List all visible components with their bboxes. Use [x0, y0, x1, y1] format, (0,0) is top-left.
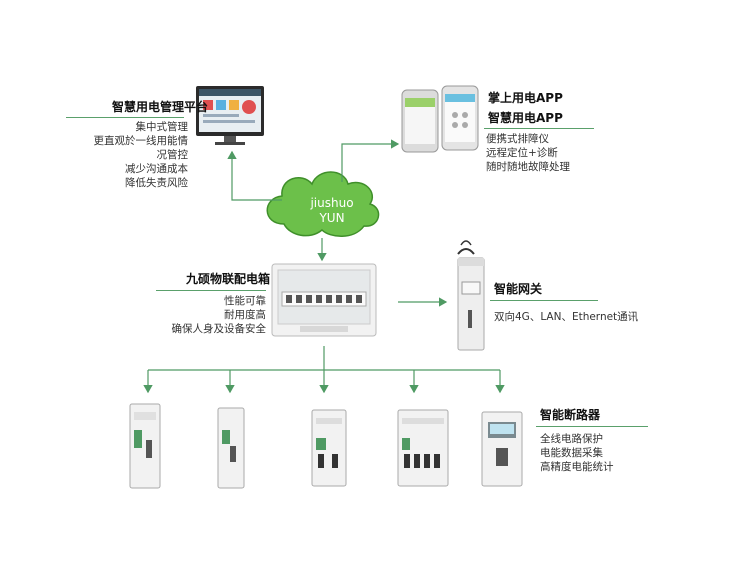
- breaker-line: 电能数据采集: [540, 446, 614, 460]
- phones-icon: [402, 86, 478, 152]
- platform-line: 降低失责风险: [94, 176, 189, 190]
- platform-lines: 集中式管理 更直观於一线用能情 况管控 减少沟通成本 降低失责风险: [94, 120, 189, 190]
- breaker-icons: [130, 404, 522, 488]
- platform-line: 况管控: [94, 148, 189, 162]
- app-line: 远程定位+诊断: [486, 146, 570, 160]
- breaker-lines: 全线电路保护 电能数据采集 高精度电能统计: [540, 432, 614, 474]
- breaker-3: [312, 410, 346, 486]
- app-line: 随时随地故障处理: [486, 160, 570, 174]
- breaker-line: 全线电路保护: [540, 432, 614, 446]
- box-title: 九硕物联配电箱: [186, 270, 270, 287]
- box-line: 确保人身及设备安全: [172, 322, 267, 336]
- platform-title: 智慧用电管理平台: [112, 98, 208, 115]
- gateway-rule: [490, 300, 598, 301]
- monitor-icon: [196, 86, 264, 145]
- app-title: 智慧用电APP: [488, 108, 563, 128]
- app-title: 掌上用电APP: [488, 88, 563, 108]
- platform-line: 更直观於一线用能情: [94, 134, 189, 148]
- platform-line: 集中式管理: [94, 120, 189, 134]
- cloud-line1: jiushuo: [292, 196, 372, 211]
- breaker-5: [482, 412, 522, 486]
- wifi-icon: [458, 241, 474, 254]
- breaker-title: 智能断路器: [540, 406, 600, 423]
- breaker-4: [398, 410, 448, 486]
- breaker-2: [218, 408, 244, 488]
- app-line: 便携式排障仪: [486, 132, 570, 146]
- breaker-line: 高精度电能统计: [540, 460, 614, 474]
- gateway-title: 智能网关: [494, 280, 542, 297]
- box-lines: 性能可靠 耐用度高 确保人身及设备安全: [172, 294, 267, 336]
- box-rule: [156, 290, 266, 291]
- distribution-box-icon: [272, 264, 376, 336]
- breaker-rule: [536, 426, 648, 427]
- box-line: 耐用度高: [172, 308, 267, 322]
- gateway-icon: [458, 258, 484, 350]
- cloud-label: jiushuo YUN: [292, 196, 372, 226]
- gateway-line: 双向4G、LAN、Ethernet通讯: [494, 310, 638, 324]
- breaker-1: [130, 404, 160, 488]
- cloud-line2: YUN: [292, 211, 372, 226]
- platform-line: 减少沟通成本: [94, 162, 189, 176]
- box-line: 性能可靠: [172, 294, 267, 308]
- platform-rule: [66, 117, 184, 118]
- app-rule: [484, 128, 594, 129]
- app-titles: 掌上用电APP 智慧用电APP: [488, 88, 563, 128]
- app-lines: 便携式排障仪 远程定位+诊断 随时随地故障处理: [486, 132, 570, 174]
